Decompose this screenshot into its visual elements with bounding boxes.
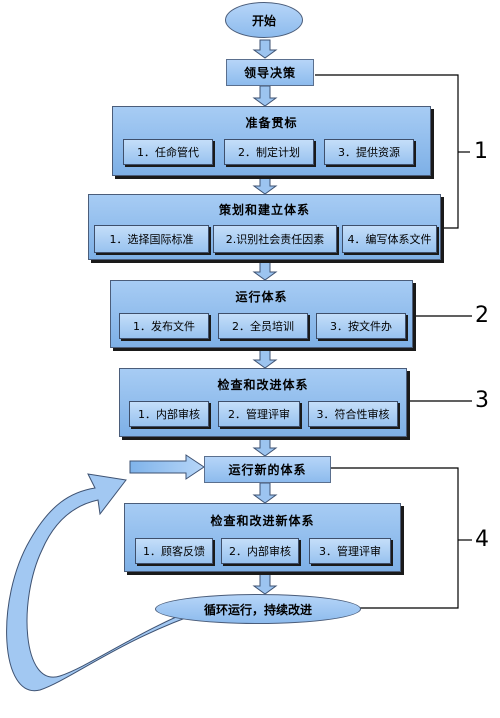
leader-decision-node: 领导决策 xyxy=(226,59,314,86)
prepare-item-3: 3．提供资源 xyxy=(324,139,414,165)
check-item-1: 1．内部审核 xyxy=(129,401,209,427)
plan-item-1: 1．选择国际标准 xyxy=(94,225,209,253)
check-new-item-3: 3．管理评审 xyxy=(309,538,391,564)
phase-label-4: 4 xyxy=(475,527,489,552)
run-new-node: 运行新的体系 xyxy=(204,456,331,483)
check-panel: 检查和改进体系 1．内部审核 2．管理评审 3．符合性审核 xyxy=(119,368,407,437)
run-panel: 运行体系 1．发布文件 2．全员培训 3．按文件办 xyxy=(110,280,413,348)
loop-node: 循环运行，持续改进 xyxy=(155,594,361,624)
phase-label-3: 3 xyxy=(475,388,489,413)
run-item-3: 3．按文件办 xyxy=(316,313,406,339)
prepare-item-1: 1．任命管代 xyxy=(123,139,213,165)
check-new-item-2: 2．内部审核 xyxy=(221,538,299,564)
phase-label-2: 2 xyxy=(475,303,489,328)
plan-item-3: 4．编写体系文件 xyxy=(342,225,437,253)
check-new-item-1: 1．顾客反馈 xyxy=(135,538,213,564)
run-title: 运行体系 xyxy=(235,290,288,304)
prepare-panel: 准备贯标 1．任命管代 2．制定计划 3．提供资源 xyxy=(112,106,431,176)
check-title: 检查和改进体系 xyxy=(217,378,309,392)
phase-label-1: 1 xyxy=(474,139,488,164)
feedback-arrow xyxy=(129,454,205,480)
check-new-title: 检查和改进新体系 xyxy=(210,514,315,528)
plan-title: 策划和建立体系 xyxy=(218,203,310,217)
check-item-2: 2．管理评审 xyxy=(218,401,300,427)
leader-decision-label: 领导决策 xyxy=(243,66,296,80)
check-new-panel: 检查和改进新体系 1．顾客反馈 2．内部审核 3．管理评审 xyxy=(124,503,401,572)
prepare-title: 准备贯标 xyxy=(245,116,298,130)
prepare-item-2: 2．制定计划 xyxy=(224,139,314,165)
run-new-label: 运行新的体系 xyxy=(228,463,307,477)
down-arrows xyxy=(252,39,278,595)
plan-item-2: 2.识别社会责任因素 xyxy=(213,225,337,253)
loop-back-arrow xyxy=(6,473,203,692)
phase-brackets xyxy=(315,74,472,609)
check-item-3: 3．符合性审核 xyxy=(308,401,398,427)
run-item-1: 1．发布文件 xyxy=(119,313,209,339)
run-item-2: 2．全员培训 xyxy=(218,313,308,339)
start-node: 开始 xyxy=(225,2,303,38)
plan-panel: 策划和建立体系 1．选择国际标准 2.识别社会责任因素 4．编写体系文件 xyxy=(88,194,441,260)
